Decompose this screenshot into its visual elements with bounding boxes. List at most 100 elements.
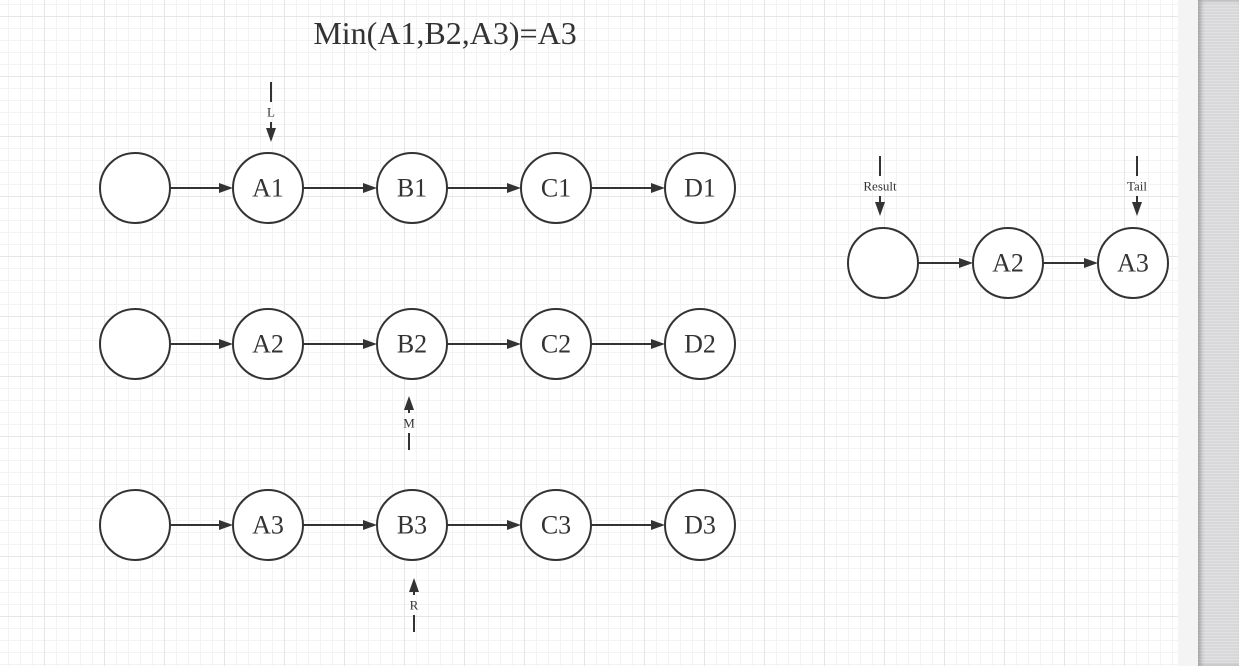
diagram-title: Min(A1,B2,A3)=A3 [313, 15, 576, 51]
pointer-label: M [403, 416, 415, 431]
arrowhead-icon [409, 578, 419, 592]
edge-arrow [591, 183, 665, 193]
node-label: C3 [541, 511, 571, 540]
node-result-a2: A2 [972, 227, 1044, 299]
node-row-3-d3: D3 [664, 489, 736, 561]
edge-arrow [170, 520, 233, 530]
node-circle [99, 489, 171, 561]
pointers: L M R Result Tail [266, 82, 1147, 632]
node-circle [520, 308, 592, 380]
edge-arrow [591, 520, 665, 530]
node-label: C1 [541, 174, 571, 203]
arrowhead-icon [507, 183, 521, 193]
node-label: C2 [541, 330, 571, 359]
node-row-2-a2: A2 [232, 308, 304, 380]
side-panel [1198, 0, 1239, 666]
edge-arrow [591, 339, 665, 349]
node-label: D1 [684, 174, 716, 203]
node-row-1-b1: B1 [376, 152, 448, 224]
arrowhead-icon [363, 339, 377, 349]
node-label: B1 [397, 174, 427, 203]
node-row-1-d1: D1 [664, 152, 736, 224]
node-circle [99, 308, 171, 380]
node-circle [664, 489, 736, 561]
arrowhead-icon [651, 339, 665, 349]
node-circle [520, 489, 592, 561]
node-row-2-b2: B2 [376, 308, 448, 380]
arrowhead-icon [1084, 258, 1098, 268]
arrowhead-icon [266, 128, 276, 142]
arrowhead-icon [363, 520, 377, 530]
node-circle [99, 152, 171, 224]
node-label: A3 [252, 511, 284, 540]
node-label: B2 [397, 330, 427, 359]
edge-arrow [303, 183, 377, 193]
node-result-a3: A3 [1097, 227, 1169, 299]
node-row-1-head [99, 152, 171, 224]
node-row-3-a3: A3 [232, 489, 304, 561]
edge-arrow [303, 520, 377, 530]
node-circle [847, 227, 919, 299]
edge-arrow [447, 183, 521, 193]
arrowhead-icon [404, 396, 414, 410]
node-circle [664, 152, 736, 224]
node-row-1-c1: C1 [520, 152, 592, 224]
node-result-head [847, 227, 919, 299]
arrowhead-icon [219, 183, 233, 193]
pointer-label: Tail [1127, 179, 1147, 194]
arrowhead-icon [219, 520, 233, 530]
node-circle [232, 308, 304, 380]
pointer-l: L [266, 82, 276, 142]
node-circle [232, 489, 304, 561]
edge-arrow [170, 339, 233, 349]
pointer-label: Result [863, 179, 897, 194]
arrowhead-icon [875, 202, 885, 216]
pointer-r: R [409, 578, 419, 632]
node-row-3-c3: C3 [520, 489, 592, 561]
node-circle [376, 152, 448, 224]
node-label: A3 [1117, 249, 1149, 278]
pointer-m: M [403, 396, 415, 450]
arrowhead-icon [363, 183, 377, 193]
arrowhead-icon [651, 520, 665, 530]
edge-arrow [303, 339, 377, 349]
edge-arrow [918, 258, 973, 268]
edge-arrow [1043, 258, 1098, 268]
node-row-2-head [99, 308, 171, 380]
node-label: A1 [252, 174, 284, 203]
node-label: B3 [397, 511, 427, 540]
node-row-2-c2: C2 [520, 308, 592, 380]
node-circle [232, 152, 304, 224]
vertical-scrollbar-track[interactable] [1178, 0, 1198, 666]
edges [170, 183, 1098, 530]
node-circle [520, 152, 592, 224]
node-circle [376, 489, 448, 561]
node-circle [664, 308, 736, 380]
node-circle [972, 227, 1044, 299]
edge-arrow [447, 339, 521, 349]
node-row-3-head [99, 489, 171, 561]
node-label: A2 [992, 249, 1024, 278]
edge-arrow [447, 520, 521, 530]
arrowhead-icon [651, 183, 665, 193]
pointer-tail: Tail [1127, 156, 1147, 216]
pointer-result: Result [863, 156, 897, 216]
node-row-2-d2: D2 [664, 308, 736, 380]
node-label: D2 [684, 330, 716, 359]
node-row-1-a1: A1 [232, 152, 304, 224]
arrowhead-icon [1132, 202, 1142, 216]
arrowhead-icon [959, 258, 973, 268]
node-label: D3 [684, 511, 716, 540]
arrowhead-icon [507, 339, 521, 349]
node-row-3-b3: B3 [376, 489, 448, 561]
pointer-label: R [410, 598, 419, 613]
edge-arrow [170, 183, 233, 193]
node-circle [376, 308, 448, 380]
arrowhead-icon [507, 520, 521, 530]
node-circle [1097, 227, 1169, 299]
arrowhead-icon [219, 339, 233, 349]
node-label: A2 [252, 330, 284, 359]
pointer-label: L [267, 105, 275, 120]
